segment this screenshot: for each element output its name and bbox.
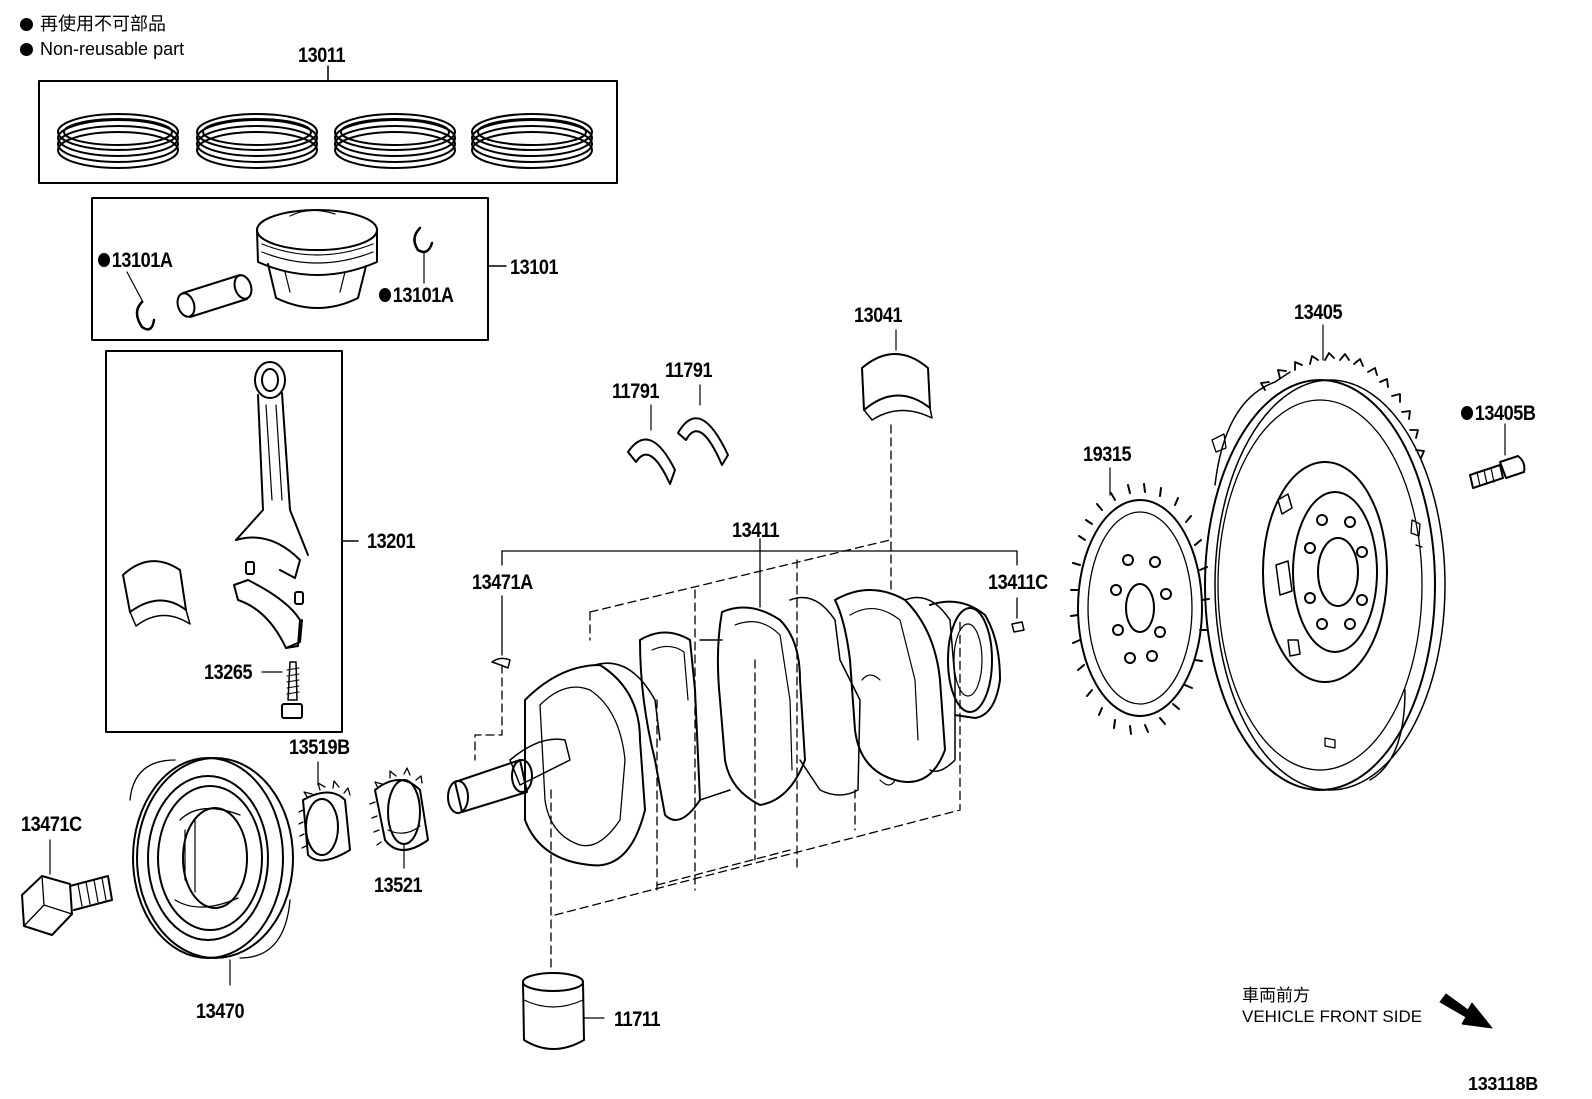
part-label-13101A-right-text: 13101A [392, 284, 454, 307]
part-label-13470[interactable]: 13470 [196, 1000, 245, 1023]
flywheel-bolt [1469, 423, 1526, 489]
legend-jp-text: 再使用不可部品 [40, 14, 166, 34]
part-label-13101A-left[interactable]: 13101A [98, 249, 173, 272]
legend-non-reusable-jp: 再使用不可部品 [20, 15, 166, 33]
part-label-13519B[interactable]: 13519B [289, 736, 350, 759]
part-label-13265[interactable]: 13265 [204, 661, 253, 684]
part-label-13101A-right[interactable]: 13101A [379, 284, 454, 307]
part-label-13405B[interactable]: 13405B [1461, 402, 1536, 425]
vehicle-front-arrow-icon [1439, 993, 1493, 1029]
piston-pin-snap-ring-left [126, 271, 156, 331]
thrust-washer-left [627, 404, 676, 485]
crankshaft-pulley [129, 757, 294, 986]
legend-non-reusable-en: Non-reusable part [20, 40, 184, 58]
non-reusable-dot-icon [379, 288, 392, 302]
part-label-13411C[interactable]: 13411C [988, 571, 1048, 594]
flywheel [1204, 324, 1446, 791]
crankshaft-timing-sprocket [298, 761, 351, 862]
part-label-13011[interactable]: 13011 [298, 44, 346, 67]
part-label-13411[interactable]: 13411 [732, 519, 780, 542]
crankshaft-pulley-bolt [21, 839, 113, 936]
diagram-code: 133118B [1468, 1074, 1538, 1094]
non-reusable-dot-icon [1461, 406, 1474, 420]
part-label-13405B-text: 13405B [1474, 402, 1536, 425]
crankshaft-position-sensor-plate [369, 767, 429, 869]
part-label-13471A[interactable]: 13471A [472, 571, 533, 594]
crankshaft [447, 589, 1001, 867]
vehicle-front-side-en: VEHICLE FRONT SIDE [1242, 1007, 1423, 1027]
part-label-13101[interactable]: 13101 [510, 256, 559, 279]
main-bearing-upper [861, 329, 933, 421]
piston [256, 209, 378, 309]
piston-assy-box [91, 197, 489, 341]
vehicle-front-side-note: 車両前方 VEHICLE FRONT SIDE [1242, 985, 1422, 1028]
non-reusable-dot-icon [20, 43, 33, 56]
drive-plate [1070, 467, 1210, 735]
thrust-washer-right [677, 384, 729, 466]
part-label-13471C[interactable]: 13471C [21, 813, 82, 836]
connecting-rod-bolt [261, 661, 303, 719]
part-label-11791-right[interactable]: 11791 [665, 359, 713, 382]
part-label-13521[interactable]: 13521 [374, 874, 423, 897]
part-label-13405[interactable]: 13405 [1294, 301, 1343, 324]
main-bearing-lower [522, 972, 605, 1050]
non-reusable-dot-icon [20, 18, 33, 31]
part-label-13041[interactable]: 13041 [854, 304, 903, 327]
crankshaft-leader-lines [501, 538, 1018, 656]
part-label-11711[interactable]: 11711 [614, 1008, 661, 1031]
non-reusable-dot-icon [98, 253, 111, 267]
part-label-19315[interactable]: 19315 [1083, 443, 1132, 466]
vehicle-front-side-jp: 車両前方 [1242, 986, 1310, 1005]
crankshaft-key-front [491, 657, 511, 669]
piston-ring-set [57, 113, 593, 169]
piston-pin-snap-ring-right [413, 226, 434, 284]
part-label-11791-left[interactable]: 11791 [612, 380, 660, 403]
part-label-13201[interactable]: 13201 [367, 530, 416, 553]
part-label-13101A-left-text: 13101A [111, 249, 173, 272]
crankshaft-key-rear [1011, 621, 1025, 633]
connecting-rod-bearing [122, 560, 191, 627]
piston-pin [176, 274, 253, 318]
legend-en-text: Non-reusable part [40, 39, 185, 59]
connecting-rod [233, 361, 309, 649]
